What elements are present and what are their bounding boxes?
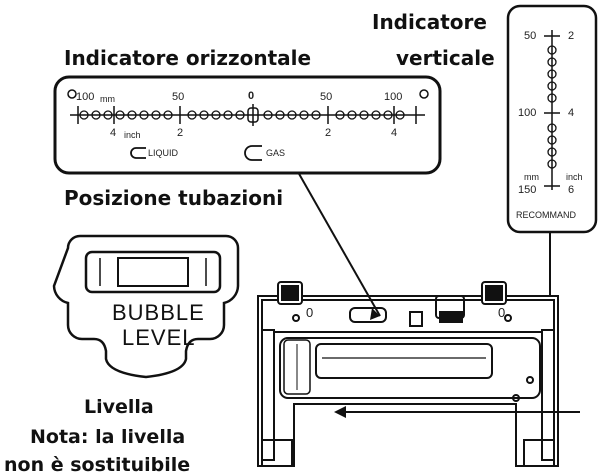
h-inch-4-right: 4 xyxy=(391,127,398,139)
horizontal-scale-beads xyxy=(79,110,405,120)
h-mm-50-left: 50 xyxy=(172,91,185,103)
h-mm-0: 0 xyxy=(248,90,255,102)
recommend-label: RECOMMAND xyxy=(516,210,576,220)
v-inch-unit: inch xyxy=(566,172,583,182)
v-mm-50: 50 xyxy=(524,30,537,42)
vertical-indicator-title-line1: Indicatore xyxy=(372,10,487,34)
h-mm-100-right: 100 xyxy=(384,91,403,103)
v-inch-4: 4 xyxy=(568,107,575,119)
v-mm-unit: mm xyxy=(524,172,539,182)
h-mm-100-left: 100 xyxy=(76,91,95,103)
v-mm-150: 150 xyxy=(518,184,537,196)
vertical-indicator-title-line2: verticale xyxy=(396,46,495,70)
h-inch-unit: inch xyxy=(124,130,141,140)
v-inch-2: 2 xyxy=(568,30,575,42)
gas-label: GAS xyxy=(266,148,286,158)
plate-zero-right: 0 xyxy=(498,305,506,320)
pipe-position-label: Posizione tubazioni xyxy=(64,186,284,210)
h-mm-50-right: 50 xyxy=(320,91,333,103)
bubble-level-text-line2: LEVEL xyxy=(122,325,196,350)
horizontal-indicator-box xyxy=(53,75,442,175)
v-mm-100: 100 xyxy=(518,107,537,119)
note-line-1: Nota: la livella xyxy=(30,426,186,448)
h-mm-unit: mm xyxy=(100,94,115,104)
plate-zero-left: 0 xyxy=(306,305,314,320)
level-caption: Livella xyxy=(84,396,154,418)
vertical-scale-beads xyxy=(547,45,557,169)
h-inch-2-right: 2 xyxy=(325,127,332,139)
note-line-2: non è sostituibile xyxy=(4,454,191,476)
v-inch-6: 6 xyxy=(568,184,575,196)
h-inch-2-left: 2 xyxy=(177,127,184,139)
h-inch-4-left: 4 xyxy=(110,127,117,139)
mounting-plate xyxy=(257,281,559,467)
liquid-label: LIQUID xyxy=(148,148,179,158)
horizontal-indicator-title: Indicatore orizzontale xyxy=(64,46,312,70)
bubble-level-text-line1: BUBBLE xyxy=(112,300,205,325)
